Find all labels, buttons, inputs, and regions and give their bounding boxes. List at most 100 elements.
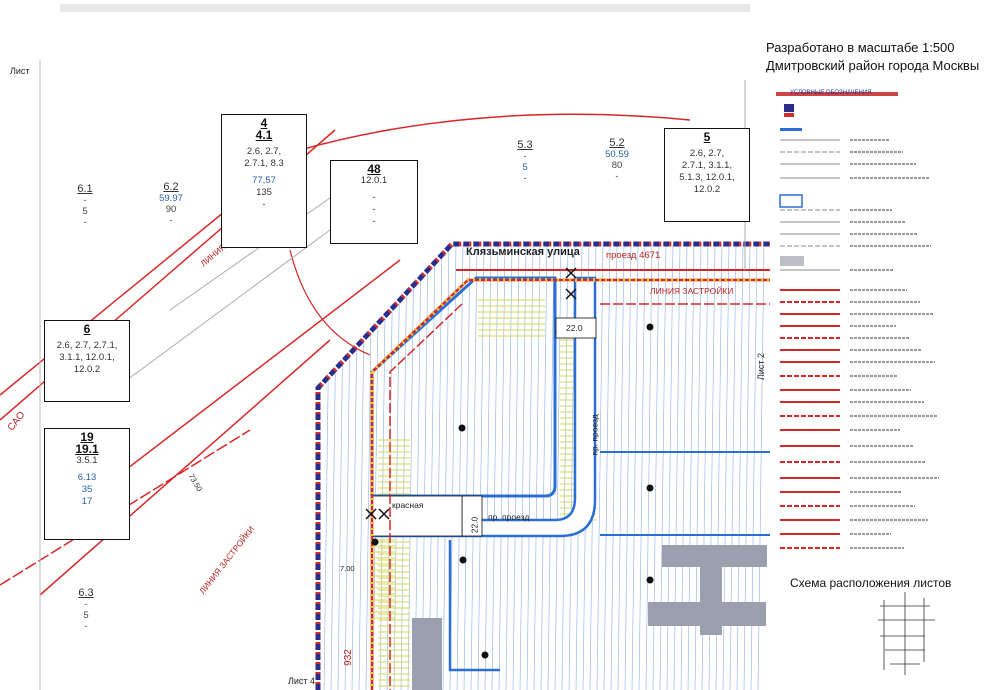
hatch-line [533,244,541,690]
hatch-line [491,244,499,690]
parcel-id: 5 [703,130,711,144]
hatch-line [428,244,436,690]
parcel-id: 48 [367,162,381,176]
hatch-line [442,244,450,690]
hatch-line [386,244,394,690]
parcel-box-19: 19 19.1 3.5.1 6.13 35 17 [44,428,130,540]
hatch-line [547,244,555,690]
hatch-line [477,244,485,690]
parcel-num: 135 [256,187,272,198]
parcel-box-48: 48 12.0.1 - - - [330,160,418,244]
legend-panel [776,92,939,549]
dim-7: 7.00 [340,564,355,573]
road-arc [299,113,691,151]
road-edge [99,229,331,401]
points [371,323,654,659]
zone-value: 50.59 [605,149,629,160]
hatch-line [323,244,331,690]
hatch-line [631,244,639,690]
sheet-label-bottom: Лист 4 [288,676,316,686]
hatch-line [407,244,415,690]
parcel-line: 2.6, 2.7, [689,148,725,159]
hatch-line [393,244,401,690]
hatch-line [463,244,471,690]
hatch-line [645,244,653,690]
zone-label: 6.1 - 5 - [55,183,115,229]
zone-name: 6.3 [78,587,94,599]
parcel-line: 3.1.1, 12.0.1, [59,352,115,363]
parcel-num: - [372,216,376,227]
red-line-left [39,339,331,596]
hatch-line [603,244,611,690]
parcel-num: 6.13 [77,472,97,483]
pr-proezd-label-bottom: пр. проезд [488,512,530,522]
parcel-box-4: 4 4.1 2.6, 2.7, 2.7.1, 8.3 77,57 135 - [221,114,307,248]
parcel-line: 3.5.1 [76,455,98,466]
dim-932: 932 [342,649,354,666]
parcel-line: 12.0.2 [73,364,101,375]
road-arc [289,249,371,356]
yellow-hatch [372,299,596,687]
hatch-line [540,244,548,690]
hatch-line [379,244,387,690]
parcel-num: 17 [81,496,93,507]
parcel-num: - [372,192,376,203]
hatch-line [610,244,618,690]
hatch-line [617,244,625,690]
zone-value: - [615,171,619,182]
dim-box-22-top [555,317,597,339]
zone-value: - [523,173,527,184]
red-label: красная [392,500,424,510]
parcel-sub: 19.1 [75,442,99,456]
street-name: Клязьминская улица [466,246,580,258]
zone-name: 5.3 [517,139,533,151]
parcel-num: 35 [81,484,93,495]
sheet-label-right: Лист 2 [756,352,766,380]
dim-22-side: 22.0 [469,516,480,534]
hatch-line [372,244,380,690]
legend-title: УСЛОВНЫЕ ОБОЗНАЧЕНИЯ [790,90,872,96]
district-boundary-accent [315,241,770,690]
hatch-line [484,244,492,690]
hatch-line [526,244,534,690]
parcel-line: 12.0.1 [360,175,388,186]
hatch-line [351,244,359,690]
building [412,618,442,690]
pr-proezd-label-side: пр. проезд [589,414,600,456]
sheet-label-top: Лист [10,66,30,76]
hatch-line [337,244,345,690]
parcel-id: 6 [83,322,91,336]
hatch-line [414,244,422,690]
zone-value: 80 [611,160,623,171]
building-line-label: ЛИНИЯ ЗАСТРОЙКИ [650,286,734,296]
header-strip [60,4,750,12]
zone-value: 5 [522,162,528,173]
zone-value: - [83,195,87,206]
zone-value: 5 [82,206,88,217]
hatch-line [435,244,443,690]
hatch-line [512,244,520,690]
zone-label: 5.3 - 5 - [495,139,555,185]
parcel-sub: 4.1 [255,128,273,142]
zone-value: 59.97 [159,193,183,204]
zone-name: 6.1 [77,183,93,195]
scheme-title: Схема расположения листов [790,576,952,590]
dim-22-top: 22.0 [566,323,583,333]
hatch-line [470,244,478,690]
zone-value: - [84,599,88,610]
zone-label: 6.3 - 5 - [56,587,116,633]
cross-marks [365,267,577,520]
parcel-num: - [372,204,376,215]
hatch-line [400,244,408,690]
passage-name: проезд 4671 [606,250,661,261]
building-line [389,303,463,690]
hatch-line [456,244,464,690]
zone-label: 6.2 59.97 90 - [141,182,201,227]
red-line-left [0,429,251,586]
parcel-line: 2.7.1, 3.1.1, [681,160,733,171]
hatch-line [519,244,527,690]
zone-value: - [83,217,87,228]
zone-value: 5 [83,610,89,621]
building [662,545,767,567]
hatch-line [358,244,366,690]
